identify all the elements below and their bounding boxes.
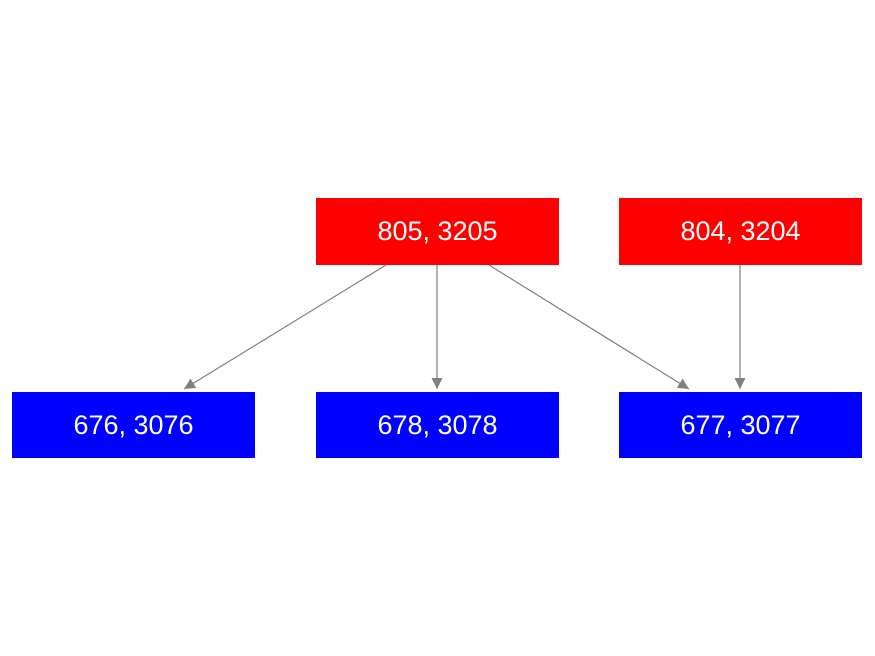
node-label: 805, 3205: [377, 216, 498, 246]
node-label: 678, 3078: [377, 409, 498, 440]
node-678-3078: 678, 3078: [316, 392, 559, 458]
node-label: 676, 3076: [73, 409, 194, 440]
node-804-3204: 804, 3204: [619, 198, 862, 265]
node-805-3205: 805, 3205: [316, 198, 559, 265]
node-677-3077: 677, 3077: [619, 392, 862, 458]
node-676-3076: 676, 3076: [12, 392, 255, 458]
edge-n805-to-n677: [488, 264, 690, 390]
edge-group: [183, 264, 746, 390]
node-label: 677, 3077: [680, 409, 801, 440]
edge-n805-to-n676: [183, 264, 387, 390]
node-label: 804, 3204: [680, 216, 801, 246]
